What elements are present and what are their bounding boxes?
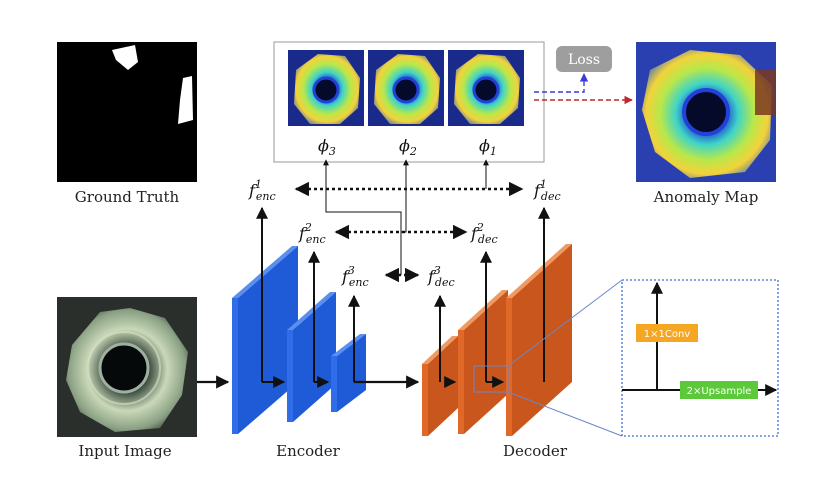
zoom-source-box (473, 365, 509, 393)
encoder-block-3 (331, 334, 366, 412)
input-image-label: Input Image (78, 442, 171, 460)
phi1-heatmap (448, 50, 524, 126)
conv-label: 1×1Conv (644, 329, 691, 340)
decoder-block-1 (506, 244, 572, 436)
anomaly-map-label: Anomaly Map (653, 188, 759, 206)
anomaly-map-image (636, 42, 776, 182)
loss-label: Loss (568, 52, 600, 68)
zoom-line-bottom (507, 391, 623, 437)
loss-arrow (534, 73, 589, 93)
decoder-detail-frame (621, 279, 779, 437)
phi3-label: ϕ3 (318, 136, 336, 158)
conv-box (636, 324, 698, 342)
loss-box (556, 46, 612, 72)
upsample-label: 2×Upsample (687, 386, 752, 397)
input-image (57, 297, 197, 437)
phi3-link (323, 159, 402, 275)
zoom-line-top (507, 279, 623, 367)
phi3-heatmap (288, 50, 364, 126)
decoder-label: Decoder (503, 442, 568, 460)
upsample-box (680, 381, 758, 399)
ground-truth-label: Ground Truth (75, 188, 180, 206)
phi2-heatmap (368, 50, 444, 126)
encoder-label: Encoder (276, 442, 341, 460)
decoder-block-2 (458, 290, 508, 434)
phi2-label: ϕ2 (399, 136, 417, 158)
ground-truth-image (57, 42, 197, 182)
phi1-label: ϕ1 (479, 136, 497, 158)
phi2-link (401, 159, 409, 233)
